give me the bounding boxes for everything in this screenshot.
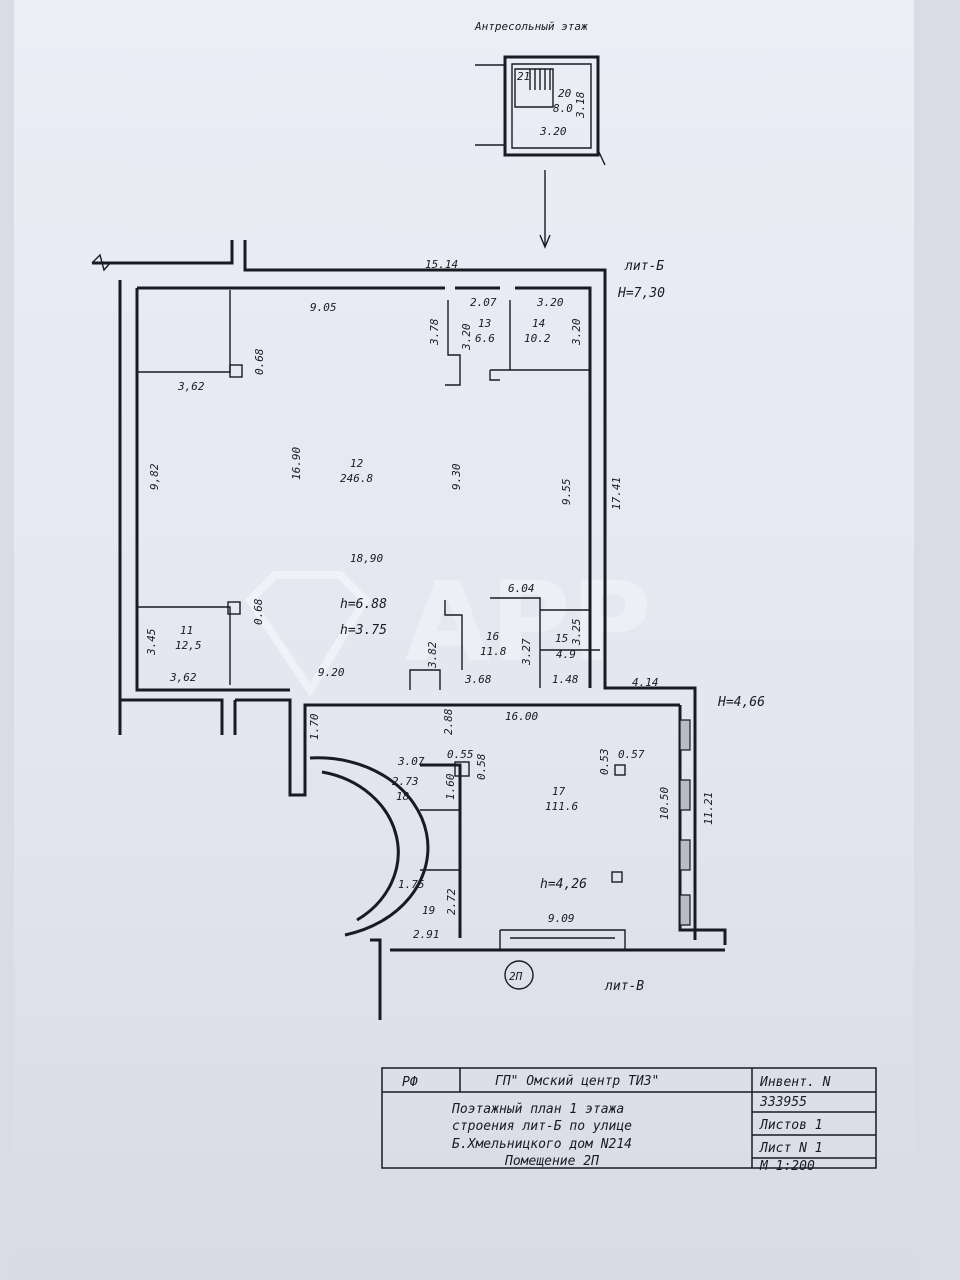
dim: 2.73 <box>392 775 419 788</box>
room-19-number: 19 <box>422 904 435 917</box>
height-466: Н=4,66 <box>717 695 765 710</box>
dim: 9.55 <box>560 479 573 506</box>
room-18-number: 18 <box>396 790 410 803</box>
room-12-area: 246.8 <box>340 472 373 485</box>
dim: 6.04 <box>508 582 535 595</box>
dim: 0.53 <box>598 749 611 776</box>
dim: 11.21 <box>702 792 715 825</box>
tb-sheets: Листов 1 <box>759 1118 823 1133</box>
dim: 3.20 <box>536 296 564 309</box>
dim: 9.05 <box>310 301 337 314</box>
height-426: h=4,26 <box>540 877 587 892</box>
room-16-area: 11.8 <box>480 645 507 658</box>
tb-inv-num: 333955 <box>759 1095 807 1110</box>
room-17-number: 17 <box>552 785 566 798</box>
dim: 0.68 <box>253 348 266 375</box>
room-12-number: 12 <box>350 457 364 470</box>
room-16-number: 16 <box>486 630 500 643</box>
room-11-area: 12,5 <box>175 639 202 652</box>
tb-desc-line-1: Поэтажный план 1 этажа <box>451 1102 624 1117</box>
dim: 9.30 <box>450 463 463 490</box>
dim: 4.14 <box>632 676 659 689</box>
dim: 2.91 <box>413 928 440 941</box>
mezz-dim-width: 3.20 <box>539 125 567 138</box>
dim: 3.27 <box>520 638 533 666</box>
dim: 1.60 <box>444 773 457 800</box>
dim: 9.09 <box>548 912 575 925</box>
dim: 10.50 <box>658 787 671 820</box>
room-15-area: 4.9 <box>556 648 576 661</box>
dim: 0.58 <box>475 753 488 780</box>
dim: 16.90 <box>290 447 303 480</box>
room-17-area: 111.6 <box>545 800 578 813</box>
room-11-number: 11 <box>180 624 193 637</box>
dim: 9,82 <box>148 463 161 490</box>
title-block <box>381 1067 877 1169</box>
tb-desc-line-3: Б.Хмельницкого дом N214 <box>452 1137 632 1152</box>
room-15-number: 15 <box>555 632 568 645</box>
dim: 0.55 <box>447 748 474 761</box>
dim: 3.25 <box>570 619 583 647</box>
room-14-area: 10.2 <box>524 332 551 345</box>
tb-scale: М 1:200 <box>759 1159 815 1174</box>
room-14-number: 14 <box>532 317 545 330</box>
tb-inv-label: Инвент. N <box>759 1075 831 1090</box>
dim: 1.48 <box>552 673 579 686</box>
dim: 2.72 <box>445 888 458 915</box>
dim: 16.00 <box>505 710 538 723</box>
dim: 0.68 <box>252 598 265 625</box>
dim: 3.20 <box>460 323 473 351</box>
room-13-area: 6.6 <box>475 332 495 345</box>
dim: 3.68 <box>464 673 492 686</box>
dim: 3,62 <box>177 380 205 393</box>
dim: 3.07 <box>397 755 425 768</box>
dim: 3.45 <box>145 629 158 657</box>
paper-sheet <box>14 0 914 1280</box>
dim: 1.70 <box>308 713 321 740</box>
dim: 3.82 <box>426 641 439 669</box>
dim: 2.07 <box>470 296 497 309</box>
tb-sheet: Лист N 1 <box>759 1141 823 1156</box>
dim: 2.88 <box>442 708 455 735</box>
tb-rf: РФ <box>402 1075 418 1090</box>
watermark-text: APP <box>405 558 651 686</box>
dim: 3.78 <box>428 318 441 346</box>
tb-org: ГП" Омский центр ТИЗ" <box>495 1074 659 1089</box>
dim: 0.57 <box>618 748 645 761</box>
main-walls <box>91 240 727 1020</box>
height-label: Н=7,30 <box>617 286 665 301</box>
tb-desc-line-2: строения лит-Б по улице <box>452 1119 632 1134</box>
dim: 17.41 <box>610 477 623 510</box>
premises-marker: 2П <box>509 970 523 983</box>
room-20-number: 20 <box>558 87 572 100</box>
mezzanine-title: Антресольный этаж <box>474 20 588 33</box>
mezzanine-plan <box>475 55 606 249</box>
room-21-label: 21 <box>517 70 530 83</box>
dim-top: 15.14 <box>425 258 458 271</box>
room-13-number: 13 <box>478 317 491 330</box>
tb-desc-line-4: Помещение 2П <box>504 1154 599 1169</box>
height-375: h=3.75 <box>340 623 387 638</box>
premises-marker-circle <box>504 960 534 990</box>
dim: 9.20 <box>318 666 345 679</box>
room-20-area: 8.0 <box>553 102 573 115</box>
lit-v-label: лит-В <box>604 979 644 994</box>
dim: 3,62 <box>169 671 197 684</box>
watermark: APP <box>244 558 651 698</box>
dim: 18,90 <box>350 552 383 565</box>
dim: 1.75 <box>398 878 425 891</box>
dim: 3.20 <box>570 318 583 346</box>
lit-b-label: лит-Б <box>624 259 664 274</box>
mezz-dim-height: 3.18 <box>574 91 587 119</box>
height-688: h=6.88 <box>340 597 387 612</box>
